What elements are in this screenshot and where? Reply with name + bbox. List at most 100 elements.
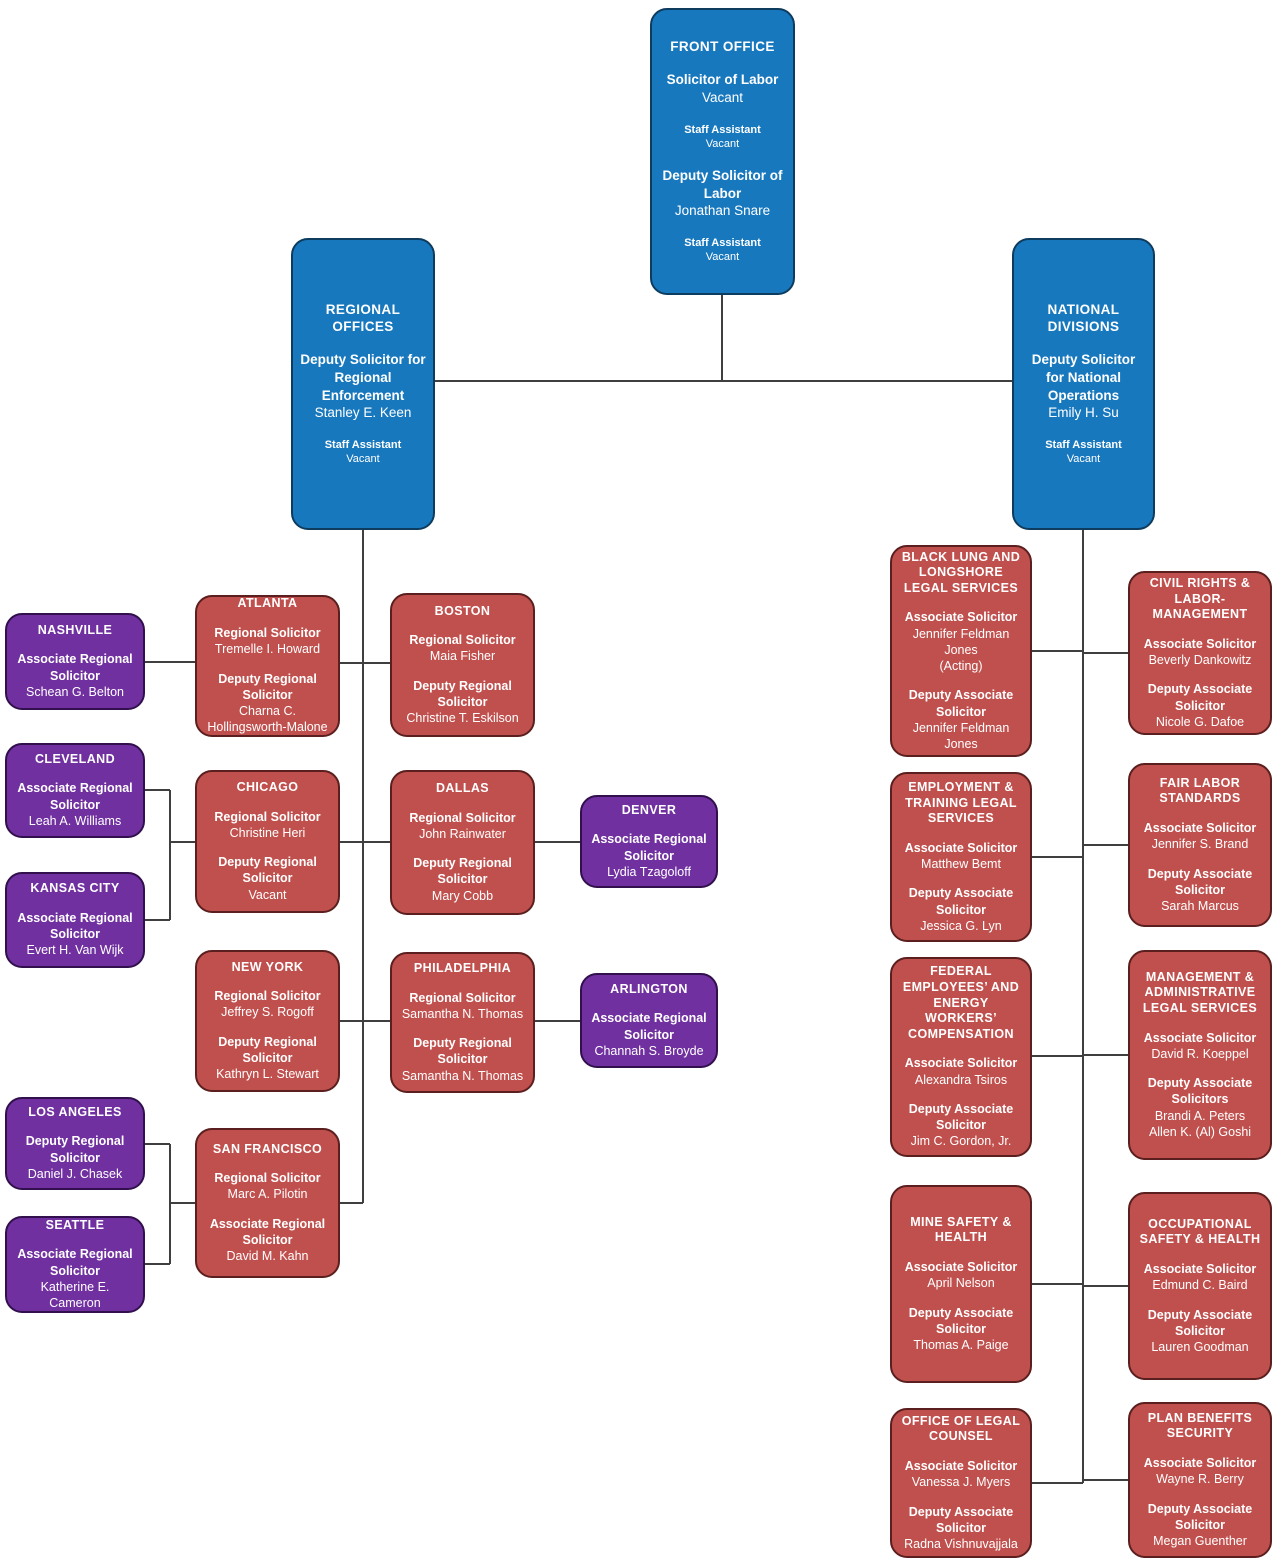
person-name: Jessica G. Lyn	[920, 918, 1002, 933]
box-title-boston: BOSTON	[434, 603, 491, 618]
box-title-nashville: NASHVILLE	[37, 622, 113, 637]
role-label: Deputy Associate Solicitors	[1147, 1076, 1253, 1107]
person-name: Maia Fisher	[429, 649, 496, 664]
box-title-kansas-city: KANSAS CITY	[30, 881, 120, 896]
role-label: Associate Solicitor	[904, 610, 1018, 625]
box-title-regional-offices: REGIONAL OFFICES	[325, 301, 401, 334]
role-label: Deputy Associate Solicitor	[908, 886, 1014, 917]
role-label: Deputy Associate Solicitor	[1147, 1501, 1253, 1532]
person-name: Vacant	[248, 887, 287, 902]
box-title-cleveland: CLEVELAND	[35, 751, 115, 766]
role-label: Deputy Solicitor for Regional Enforcemen…	[300, 352, 426, 403]
person-name: Tremelle I. Howard	[214, 642, 321, 657]
role-label: Deputy Regional Solicitor	[218, 1034, 317, 1065]
org-box-federal-employees: FEDERAL EMPLOYEES’ AND ENERGY WORKERS’ C…	[890, 957, 1032, 1157]
box-title-management-admin: MANAGEMENT & ADMINISTRATIVE LEGAL SERVIC…	[1142, 969, 1258, 1016]
box-title-occupational-safety-health: OCCUPATIONAL SAFETY & HEALTH	[1139, 1216, 1261, 1247]
role-label: Deputy Solicitor of Labor	[662, 168, 783, 201]
box-title-fair-labor: FAIR LABOR STANDARDS	[1159, 775, 1241, 806]
role-label: Staff Assistant	[324, 438, 402, 451]
box-title-san-francisco: SAN FRANCISCO	[212, 1141, 323, 1156]
role-label: Associate Regional Solicitor	[17, 910, 133, 942]
person-name: Evert H. Van Wijk	[26, 943, 124, 958]
person-name: Jennifer Feldman Jones	[912, 720, 1010, 752]
role-label: Deputy Regional Solicitor	[413, 678, 512, 709]
person-name: Megan Guenther	[1153, 1534, 1247, 1548]
person-name: Jeffrey S. Rogoff	[221, 1005, 314, 1020]
person-name: Vacant	[346, 452, 380, 465]
person-name: Vanessa J. Myers	[911, 1475, 1011, 1490]
role-label: Staff Assistant	[684, 123, 761, 136]
box-title-federal-employees: FEDERAL EMPLOYEES’ AND ENERGY WORKERS’ C…	[902, 964, 1020, 1041]
person-name: Samantha N. Thomas	[401, 1068, 524, 1083]
person-name: Channah S. Broyde	[594, 1043, 704, 1058]
person-name: Vacant	[701, 90, 743, 106]
role-label: Deputy Associate Solicitor	[908, 1504, 1014, 1535]
box-title-seattle: SEATTLE	[45, 1217, 105, 1232]
person-name: Charna C. Hollingsworth-Malone	[207, 704, 328, 735]
person-name: Jim C. Gordon, Jr.	[910, 1134, 1012, 1149]
person-name: Brandi A. Peters	[1154, 1108, 1246, 1123]
box-title-new-york: NEW YORK	[231, 959, 304, 974]
person-name: Christine T. Eskilson	[406, 711, 519, 726]
role-label: Associate Regional Solicitor	[17, 652, 133, 683]
person-name: Vacant	[705, 251, 740, 264]
person-name: John Rainwater	[419, 826, 506, 841]
person-name: April Nelson	[927, 1276, 995, 1291]
role-label: Deputy Regional Solicitor	[218, 671, 317, 702]
role-label: Regional Solicitor	[214, 1171, 321, 1186]
person-name: Edmund C. Baird	[1152, 1278, 1248, 1293]
role-label: Regional Solicitor	[214, 989, 321, 1004]
person-name: Kathryn L. Stewart	[216, 1067, 319, 1082]
role-label: Solicitor of Labor	[666, 72, 779, 88]
box-title-arlington: ARLINGTON	[610, 981, 688, 996]
role-label: Deputy Regional Solicitor	[218, 855, 317, 886]
box-title-national-divisions: NATIONAL DIVISIONS	[1047, 301, 1120, 334]
role-label: Associate Regional Solicitor	[209, 1216, 326, 1247]
person-name: Allen K. (Al) Goshi	[1148, 1124, 1252, 1139]
person-name: Marc A. Pilotin	[227, 1187, 308, 1202]
box-title-civil-rights: CIVIL RIGHTS & LABOR-MANAGEMENT	[1149, 575, 1251, 622]
person-name: Beverly Dankowitz	[1148, 653, 1252, 668]
person-name: Schean G. Belton	[26, 684, 124, 699]
person-name: Daniel J. Chasek	[27, 1166, 123, 1181]
